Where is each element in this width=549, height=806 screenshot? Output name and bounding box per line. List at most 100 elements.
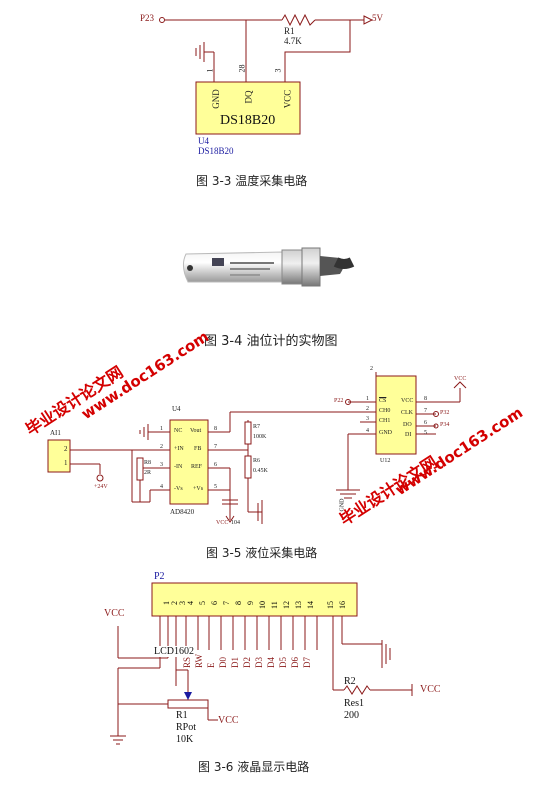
signal-d1: D1 (230, 657, 240, 668)
signal-rs: RS (182, 656, 192, 668)
lcd-pin-16: 16 (338, 601, 347, 609)
chip-ref-part: DS18B20 (198, 146, 234, 156)
capacitor-value: 104 (231, 520, 240, 526)
r8-name: R8 (144, 460, 152, 466)
chip-label: DS18B20 (220, 113, 276, 128)
ad8420-pin-fb: FB (194, 446, 202, 452)
adc-pin-do: DO (403, 422, 412, 428)
caption-fig-3-5: 图 3-5 液位采集电路 (206, 546, 318, 560)
adc-pin-ch1: CH1 (379, 418, 391, 424)
lcd-pin-8: 8 (234, 601, 243, 605)
p2-label: P2 (154, 571, 165, 582)
lcd-pin-5: 5 (198, 601, 207, 605)
lcd-pin-12: 12 (282, 601, 291, 609)
lcd-pin-14: 14 (306, 601, 315, 609)
net-p34-label: P34 (440, 422, 450, 428)
lcd-pin-9: 9 (246, 601, 255, 605)
ad8420-ref: U4 (172, 405, 181, 413)
rpot-value: 10K (176, 734, 194, 745)
signal-d0: D0 (218, 657, 228, 668)
ad8420-pin-vs-pos: +Vs (193, 486, 204, 492)
lcd-pin-6: 6 (210, 601, 219, 605)
r6-name: R6 (253, 458, 261, 464)
signal-e: E (206, 662, 216, 669)
vcc-right-label: VCC (420, 684, 441, 695)
adc-pin-clk: CLK (401, 410, 413, 416)
caption-fig-3-3: 图 3-3 温度采集电路 (196, 174, 308, 188)
adc-num-4: 4 (366, 428, 369, 434)
net-p32-label: P32 (440, 410, 450, 416)
lcd-pin-numbers: 1 2 3 4 5 6 7 8 9 10 11 12 13 14 15 16 (152, 597, 357, 615)
lcd-pin-7: 7 (222, 601, 231, 605)
ad8420-pin-ref: REF (191, 464, 203, 470)
lcd-pin-15: 15 (326, 601, 335, 609)
adc-num-1: 1 (366, 396, 369, 402)
chip-ref: U4 (198, 136, 209, 146)
net-5v-label: 5V (372, 13, 383, 23)
ad8420-part: AD8420 (170, 508, 195, 516)
signal-d7: D7 (302, 657, 312, 668)
ad8420-pin-nc: NC (174, 428, 183, 434)
level-acquisition-schematic (47, 372, 467, 524)
adc-pin-vcc: VCC (401, 398, 414, 404)
adc-num-7: 7 (424, 408, 427, 414)
adc-num-6: 6 (424, 420, 427, 426)
signal-d4: D4 (266, 657, 276, 668)
r1-name: R1 (284, 26, 295, 36)
vcc-label-amp: VCC (216, 520, 229, 526)
ad8420-pin-in-pos: +IN (174, 446, 184, 452)
adc-pin-gnd: GND (379, 430, 392, 436)
ai1-pin-1: 1 (64, 459, 68, 467)
ad8420-pin-in-neg: -IN (174, 464, 183, 470)
ai1-label: AI1 (50, 429, 61, 437)
caption-fig-3-6: 图 3-6 液晶显示电路 (198, 760, 310, 774)
r8-value: 2R (144, 470, 152, 476)
rpot-name: R1 (176, 710, 188, 721)
vcc-left-label: VCC (104, 608, 125, 619)
ad8420-num-7: 7 (214, 444, 217, 450)
adc-pin-cs: CS (379, 398, 387, 404)
lcd1602-label: LCD1602 (154, 646, 194, 657)
ad8420-num-3: 3 (160, 462, 163, 468)
lcd-pin-13: 13 (294, 601, 303, 609)
signal-d2: D2 (242, 657, 252, 668)
lcd-pin-11: 11 (270, 601, 279, 609)
vcc-bottom-label: VCC (218, 715, 239, 726)
r7-name: R7 (253, 424, 261, 430)
r1-value: 4.7K (284, 36, 302, 46)
r2-type: Res1 (344, 698, 364, 709)
ad8420-pin-vs-neg: -Vs (174, 486, 183, 492)
adc-num-8: 8 (424, 396, 427, 402)
adc-pin-ch0: CH0 (379, 408, 391, 414)
caption-fig-3-4: 图 3-4 油位计的实物图 (204, 334, 338, 349)
signal-d5: D5 (278, 657, 288, 668)
rpot-type: RPot (176, 722, 197, 733)
r2-value: 200 (344, 710, 359, 721)
ai1-pin-2: 2 (64, 445, 68, 453)
adc-pin-di: DI (405, 432, 412, 438)
adc-num-3: 3 (366, 416, 369, 422)
ad8420-num-6: 6 (214, 462, 217, 468)
supply-24v-label: +24V (94, 484, 108, 490)
adc-num-2: 2 (366, 406, 369, 412)
r7-value: 100K (253, 434, 267, 440)
r6-value: 0.45K (253, 468, 268, 474)
ds18b20-schematic (159, 13, 374, 135)
ad8420-num-4: 4 (160, 484, 163, 490)
ad8420-num-8: 8 (214, 426, 217, 432)
ad8420-num-1: 1 (160, 426, 163, 432)
adc-vcc-label: VCC (454, 376, 467, 382)
lcd-pin-4: 4 (186, 601, 195, 605)
r2-name: R2 (344, 676, 356, 687)
net-p23-label: P23 (140, 13, 155, 23)
adc-num-5: 5 (424, 430, 427, 436)
ad8420-num-5: 5 (214, 484, 217, 490)
net-p22-label: P22 (334, 398, 344, 404)
lcd-pin-10: 10 (258, 601, 267, 609)
ad8420-pin-vout: Vout (190, 428, 202, 434)
adc-top-pin: 2 (370, 366, 373, 372)
signal-d6: D6 (290, 657, 300, 668)
oil-level-sensor-photo (182, 247, 355, 287)
signal-d3: D3 (254, 657, 264, 668)
ad8420-num-2: 2 (160, 444, 163, 450)
